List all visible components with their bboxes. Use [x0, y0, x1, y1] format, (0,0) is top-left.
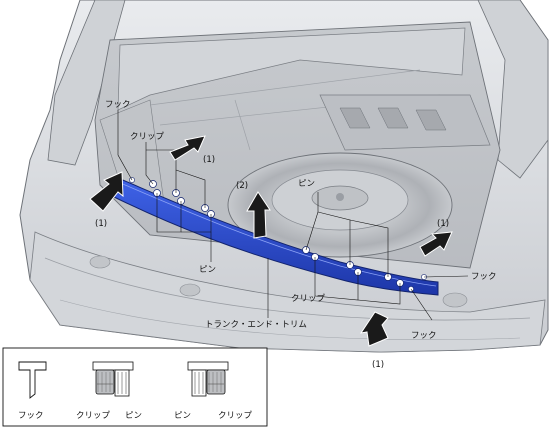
legend-box: フック クリップ ピン ピン クリップ — [2, 347, 268, 427]
arrow-up-icon — [246, 191, 271, 239]
legend-clip-label-b: クリップ — [218, 411, 253, 421]
cargo-area — [94, 21, 501, 269]
arrow-down-icon — [359, 311, 389, 347]
label-step-1-left: (1) — [95, 219, 107, 229]
legend-pin-label-a: ピン — [125, 411, 142, 421]
hook-icon — [18, 361, 47, 399]
legend-pin-label-b: ピン — [174, 411, 191, 421]
label-clip-bottom-right: クリップ — [291, 294, 326, 304]
label-clip-top-left: クリップ — [130, 132, 165, 142]
leader-lines — [117, 110, 469, 321]
label-hook-top-left: フック — [105, 100, 131, 110]
arrow-top-icon — [169, 135, 206, 161]
label-step-1-right: (1) — [437, 219, 449, 229]
callout-labels: フック クリップ (1) (1) (2) ピン (1) ピン フック クリップ … — [95, 100, 497, 370]
legend-clip-label-a: クリップ — [76, 411, 111, 421]
label-trunk-end-trim: トランク・エンド・トリム — [205, 320, 307, 330]
trunk-end-trim — [111, 177, 439, 296]
label-step-1-top: (1) — [203, 155, 215, 165]
legend-hook-label: フック — [18, 411, 44, 421]
label-pin-bottom-left: ピン — [199, 265, 216, 275]
label-pin-right: ピン — [298, 179, 315, 189]
clip-pin-icon-b — [187, 361, 229, 397]
removal-arrows — [89, 135, 453, 347]
label-step-2: (2) — [236, 181, 248, 191]
arrow-left-icon — [89, 171, 124, 212]
clip-pin-icon-a — [92, 361, 134, 397]
label-step-1-bottom: (1) — [372, 360, 384, 370]
label-hook-bottom-right: フック — [411, 331, 437, 341]
label-hook-right: フック — [471, 272, 497, 282]
arrow-right-icon — [419, 231, 453, 257]
